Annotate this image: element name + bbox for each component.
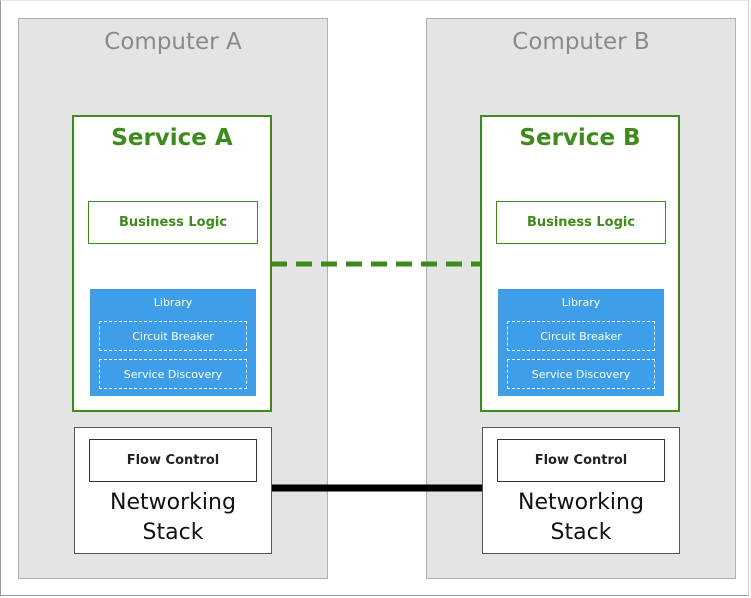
- library-b: Library Circuit Breaker Service Discover…: [498, 289, 664, 396]
- business-logic-a: Business Logic: [88, 201, 258, 244]
- service-b-box: Service B Business Logic Library Circuit…: [480, 115, 680, 412]
- computer-b-box: Computer B Service B Business Logic Libr…: [426, 18, 736, 579]
- circuit-breaker-b: Circuit Breaker: [507, 321, 655, 351]
- networking-stack-b: Flow Control Networking Stack: [482, 427, 680, 554]
- networking-stack-a-label: Networking Stack: [110, 490, 236, 545]
- flow-control-a: Flow Control: [89, 439, 257, 482]
- circuit-breaker-a: Circuit Breaker: [99, 321, 247, 351]
- business-logic-b: Business Logic: [496, 201, 666, 244]
- computer-a-box: Computer A Service A Business Logic Libr…: [18, 18, 328, 579]
- service-a-box: Service A Business Logic Library Circuit…: [72, 115, 272, 412]
- service-discovery-a: Service Discovery: [99, 359, 247, 389]
- library-a: Library Circuit Breaker Service Discover…: [90, 289, 256, 396]
- library-b-title: Library: [561, 296, 601, 309]
- computer-b-title: Computer B: [512, 29, 650, 55]
- library-a-title: Library: [153, 296, 193, 309]
- computer-a-title: Computer A: [104, 29, 242, 55]
- service-a-title: Service A: [111, 125, 233, 151]
- flow-control-b: Flow Control: [497, 439, 665, 482]
- networking-stack-b-label: Networking Stack: [518, 490, 644, 545]
- networking-stack-a: Flow Control Networking Stack: [74, 427, 272, 554]
- service-discovery-b: Service Discovery: [507, 359, 655, 389]
- service-b-title: Service B: [519, 125, 641, 151]
